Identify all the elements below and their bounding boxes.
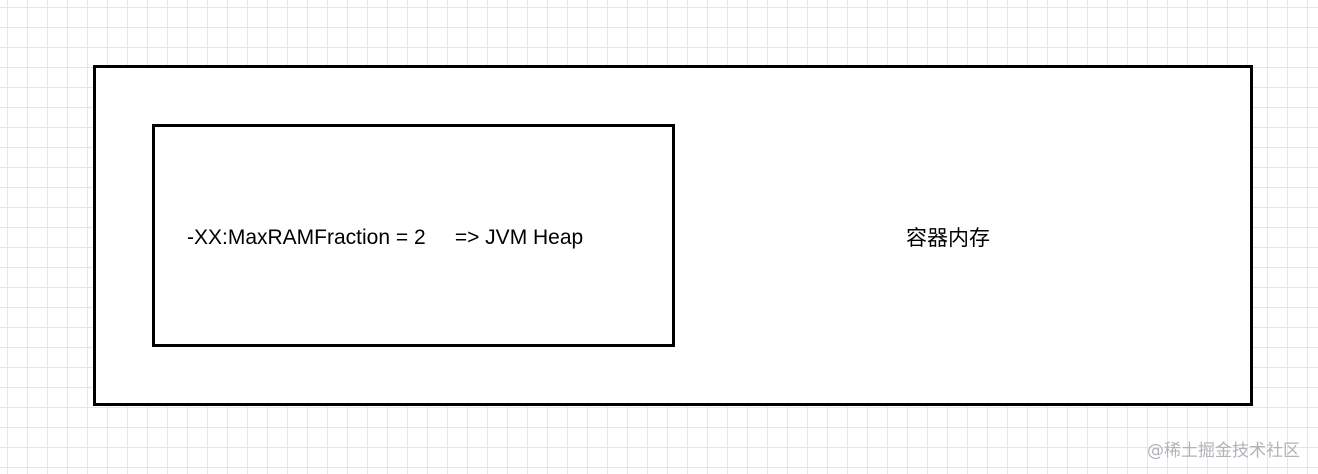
watermark: @稀土掘金技术社区 [1147,441,1300,461]
container-memory-label: 容器内存 [906,226,990,250]
jvm-heap-label: -XX:MaxRAMFraction = 2 => JVM Heap [187,226,584,249]
jvm-heap-box [152,124,675,347]
